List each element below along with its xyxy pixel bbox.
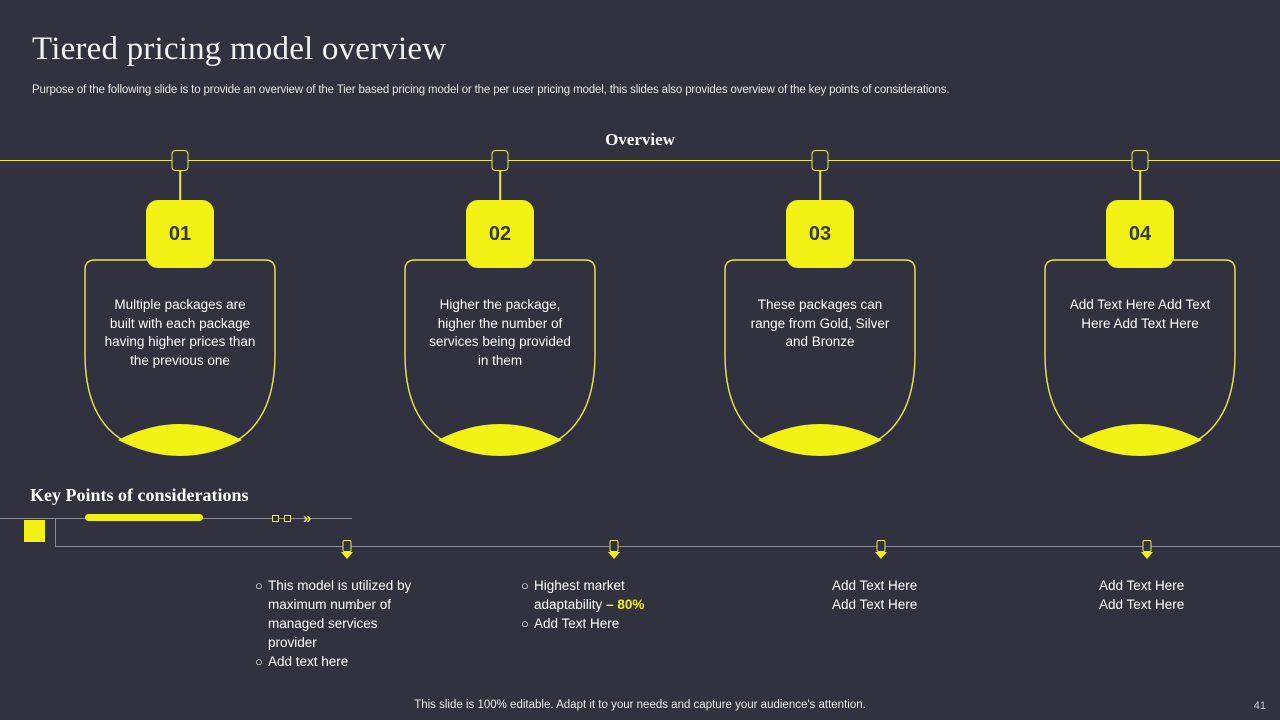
bullet-icon: ○ xyxy=(521,616,529,631)
card-badge-number: 03 xyxy=(786,200,854,268)
list-item-text: Add text here xyxy=(268,654,349,669)
list-item-text: Highest market adaptability – 80% xyxy=(534,576,696,614)
keypoints-mini-square-1 xyxy=(272,515,279,522)
list-item-text: Add Text Here xyxy=(1099,578,1185,593)
card-body-text: Add Text Here Add Text Here Add Text Her… xyxy=(1069,297,1211,331)
keypoints-mini-square-2 xyxy=(284,515,291,522)
bullet-icon: ○ xyxy=(255,578,263,593)
shield-outline-icon xyxy=(1044,259,1236,456)
shield-outline-icon xyxy=(84,259,276,456)
double-chevron-right-icon: » xyxy=(303,510,312,527)
keypoint-marker-square-1 xyxy=(342,540,352,552)
rail-stem-01 xyxy=(179,171,181,201)
list-item-text: Add Text Here xyxy=(1099,597,1185,612)
card-badge-number: 02 xyxy=(466,200,534,268)
keypoints-accent-square xyxy=(24,520,45,542)
bullet-icon: ○ xyxy=(521,578,529,593)
keypoint-column-3: Add Text Here Add Text Here xyxy=(832,576,1007,614)
rail-stem-03 xyxy=(819,171,821,201)
footer-note: This slide is 100% editable. Adapt it to… xyxy=(414,699,866,711)
keypoints-heading: Key Points of considerations xyxy=(30,485,249,505)
keypoint-column-4: Add Text Here Add Text Here xyxy=(1099,576,1274,614)
chevron-down-icon xyxy=(608,552,620,559)
page-subtitle: Purpose of the following slide is to pro… xyxy=(32,84,950,96)
keypoints-vertical-connector xyxy=(55,518,56,546)
list-item-text: This model is utilized by maximum number… xyxy=(268,578,412,650)
overview-heading: Overview xyxy=(605,130,675,149)
chevron-down-icon xyxy=(1141,552,1153,559)
overview-rail-line xyxy=(0,160,1280,161)
page-title: Tiered pricing model overview xyxy=(32,31,447,67)
list-item-text: Add Text Here xyxy=(832,597,918,612)
list-item: ○ Add text here xyxy=(255,652,430,671)
chevron-down-icon xyxy=(341,552,353,559)
bullet-icon: ○ xyxy=(255,654,263,669)
list-item: ○ Highest market adaptability – 80% xyxy=(521,576,696,614)
rail-stem-04 xyxy=(1139,171,1141,201)
keypoints-bottom-divider xyxy=(55,546,1280,547)
keypoint-marker-square-3 xyxy=(876,540,886,552)
card-badge-number: 01 xyxy=(146,200,214,268)
card-body-text: Multiple packages are built with each pa… xyxy=(104,297,256,368)
shield-outline-icon xyxy=(404,259,596,456)
card-body-text: Higher the package, higher the number of… xyxy=(429,297,571,368)
page-number: 41 xyxy=(1253,700,1266,712)
rail-node-03 xyxy=(811,150,829,171)
rail-stem-02 xyxy=(499,171,501,201)
keypoints-accent-bar xyxy=(85,514,203,521)
card-badge-number: 04 xyxy=(1106,200,1174,268)
chevron-down-icon xyxy=(875,552,887,559)
keypoint-marker-square-2 xyxy=(609,540,619,552)
highlight-value: – 80% xyxy=(606,597,645,612)
list-item: ○ This model is utilized by maximum numb… xyxy=(255,576,430,652)
card-body-text: These packages can range from Gold, Silv… xyxy=(750,297,890,350)
keypoint-column-2: ○ Highest market adaptability – 80% ○ Ad… xyxy=(521,576,696,633)
list-item: ○ Add Text Here xyxy=(521,614,696,633)
list-item-text: Add Text Here xyxy=(534,616,620,631)
keypoint-column-1: ○ This model is utilized by maximum numb… xyxy=(255,576,430,671)
keypoint-marker-square-4 xyxy=(1142,540,1152,552)
rail-node-02 xyxy=(491,150,509,171)
rail-node-04 xyxy=(1131,150,1149,171)
shield-outline-icon xyxy=(724,259,916,456)
rail-node-01 xyxy=(171,150,189,171)
list-item-text: Add Text Here xyxy=(832,578,918,593)
list-item-text-plain: Highest market adaptability xyxy=(534,578,625,612)
